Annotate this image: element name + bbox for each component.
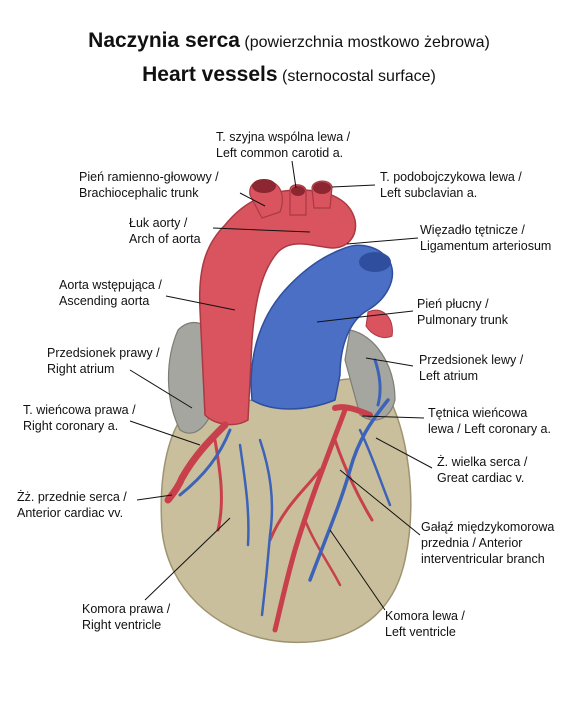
leader-left-ventricle bbox=[329, 529, 386, 611]
right-coronary-artery bbox=[164, 421, 229, 504]
label-left-atrium: Przedsionek lewy / Left atrium bbox=[419, 352, 523, 384]
leader-pulmonary-trunk bbox=[316, 310, 414, 323]
title-polish: Naczynia serca (powierzchnia mostkowo że… bbox=[0, 29, 578, 53]
label-left-ventricle-en: Left ventricle bbox=[385, 625, 456, 639]
leader-great-cardiac bbox=[375, 437, 433, 469]
left-atrial-appendage-shape bbox=[365, 309, 393, 339]
title-english-main: Heart vessels bbox=[142, 63, 278, 86]
left-atrium-shape bbox=[344, 329, 396, 421]
label-right-atrium-pl: Przedsionek prawy / bbox=[47, 346, 160, 360]
left-coronary-artery bbox=[332, 404, 373, 418]
label-anterior-interventricular: Gałąź międzykomorowa przednia / Anterior… bbox=[421, 519, 554, 567]
label-left-common-carotid-pl: T. szyjna wspólna lewa / bbox=[216, 130, 351, 144]
label-left-coronary-en: lewa / Left coronary a. bbox=[428, 422, 551, 436]
vein-branch-4 bbox=[358, 428, 392, 507]
label-left-atrium-pl: Przedsionek lewy / bbox=[419, 353, 524, 367]
label-left-common-carotid-en: Left common carotid a. bbox=[216, 146, 344, 160]
label-ligamentum-pl: Więzadło tętnicze / bbox=[420, 223, 525, 237]
anterior-cardiac-vein-3 bbox=[258, 438, 274, 617]
label-anterior-interventricular-l1: Gałąź międzykomorowa bbox=[421, 520, 555, 534]
leader-anterior-cardiac bbox=[136, 494, 173, 501]
right-coronary-branch bbox=[213, 438, 223, 532]
label-right-coronary: T. wieńcowa prawa / Right coronary a. bbox=[23, 402, 136, 434]
title-english: Heart vessels (sternocostal surface) bbox=[0, 63, 578, 87]
label-pulmonary-trunk-pl: Pień płucny / bbox=[417, 297, 489, 311]
label-arch-of-aorta-en: Arch of aorta bbox=[129, 232, 201, 246]
lad-branch-2 bbox=[333, 438, 374, 522]
label-anterior-cardiac: Żż. przednie serca / Anterior cardiac vv… bbox=[17, 489, 127, 521]
leader-right-ventricle bbox=[144, 517, 231, 601]
label-great-cardiac-pl: Ż. wielka serca / bbox=[437, 455, 528, 469]
label-right-ventricle-en: Right ventricle bbox=[82, 618, 162, 632]
title-polish-sub: (powierzchnia mostkowo żebrowa) bbox=[244, 34, 490, 51]
label-right-ventricle-pl: Komora prawa / bbox=[82, 602, 171, 616]
label-right-coronary-pl: T. wieńcowa prawa / bbox=[23, 403, 136, 417]
coronary-arteries bbox=[164, 404, 374, 633]
carotid-opening bbox=[291, 186, 305, 196]
anterior-cardiac-vein-1 bbox=[178, 428, 232, 497]
leader-brachiocephalic bbox=[239, 192, 266, 207]
label-anterior-interventricular-l2: przednia / Anterior bbox=[421, 536, 523, 550]
label-brachiocephalic-en: Brachiocephalic trunk bbox=[79, 186, 199, 200]
label-left-common-carotid: T. szyjna wspólna lewa / Left common car… bbox=[216, 129, 350, 161]
leader-arch-of-aorta bbox=[212, 227, 311, 233]
label-pulmonary-trunk-en: Pulmonary trunk bbox=[417, 313, 509, 327]
leader-left-coronary bbox=[361, 415, 425, 419]
leader-ascending-aorta bbox=[165, 295, 236, 311]
label-left-atrium-en: Left atrium bbox=[419, 369, 479, 383]
label-left-subclavian-en: Left subclavian a. bbox=[380, 186, 478, 200]
label-arch-of-aorta-pl: Łuk aorty / bbox=[129, 216, 188, 230]
label-pulmonary-trunk: Pień płucny / Pulmonary trunk bbox=[417, 296, 508, 328]
leader-left-subclavian bbox=[331, 184, 376, 188]
pulmonary-opening bbox=[359, 252, 391, 272]
label-anterior-cardiac-pl: Żż. przednie serca / bbox=[17, 490, 127, 504]
label-anterior-cardiac-en: Anterior cardiac vv. bbox=[17, 506, 124, 520]
leader-lines bbox=[129, 160, 433, 611]
label-left-subclavian: T. podobojczykowa lewa / Left subclavian… bbox=[380, 169, 522, 201]
label-great-cardiac: Ż. wielka serca / Great cardiac v. bbox=[437, 454, 527, 486]
label-right-coronary-en: Right coronary a. bbox=[23, 419, 119, 433]
leader-right-atrium bbox=[129, 369, 193, 409]
label-brachiocephalic: Pień ramienno-głowowy / Brachiocephalic … bbox=[79, 169, 219, 201]
anterior-cardiac-vein-2 bbox=[238, 443, 250, 547]
label-right-ventricle: Komora prawa / Right ventricle bbox=[82, 601, 170, 633]
brachiocephalic-opening bbox=[252, 179, 276, 193]
label-left-ventricle-pl: Komora lewa / bbox=[385, 609, 465, 623]
leader-left-atrium bbox=[365, 357, 414, 367]
label-left-coronary: Tętnica wieńcowa lewa / Left coronary a. bbox=[428, 405, 551, 437]
vein-branch-5 bbox=[373, 358, 382, 407]
lad-branch-1 bbox=[268, 468, 322, 542]
leader-anterior-interventricular bbox=[339, 469, 421, 536]
label-ligamentum: Więzadło tętnicze / Ligamentum arteriosu… bbox=[420, 222, 551, 254]
coronary-veins bbox=[178, 358, 392, 617]
title-english-sub: (sternocostal surface) bbox=[282, 68, 436, 85]
label-left-ventricle: Komora lewa / Left ventricle bbox=[385, 608, 465, 640]
title-polish-main: Naczynia serca bbox=[88, 29, 240, 52]
label-anterior-interventricular-l3: interventricular branch bbox=[421, 552, 545, 566]
leader-left-common-carotid bbox=[291, 160, 297, 189]
great-cardiac-vein bbox=[308, 398, 390, 582]
label-ascending-aorta: Aorta wstępująca / Ascending aorta bbox=[59, 277, 162, 309]
leader-ligamentum bbox=[346, 237, 419, 245]
label-left-subclavian-pl: T. podobojczykowa lewa / bbox=[380, 170, 522, 184]
label-ascending-aorta-en: Ascending aorta bbox=[59, 294, 150, 308]
label-ascending-aorta-pl: Aorta wstępująca / bbox=[59, 278, 162, 292]
aorta-shape bbox=[198, 189, 357, 426]
label-arch-of-aorta: Łuk aorty / Arch of aorta bbox=[129, 215, 201, 247]
subclavian-opening bbox=[313, 182, 331, 194]
label-great-cardiac-en: Great cardiac v. bbox=[437, 471, 525, 485]
label-ligamentum-en: Ligamentum arteriosum bbox=[420, 239, 552, 253]
leader-right-coronary bbox=[129, 420, 201, 446]
label-brachiocephalic-pl: Pień ramienno-głowowy / bbox=[79, 170, 219, 184]
anterior-interventricular-artery bbox=[272, 407, 348, 633]
lad-branch-3 bbox=[303, 518, 342, 587]
label-right-atrium: Przedsionek prawy / Right atrium bbox=[47, 345, 160, 377]
label-left-coronary-pl: Tętnica wieńcowa bbox=[428, 406, 528, 420]
label-right-atrium-en: Right atrium bbox=[47, 362, 115, 376]
